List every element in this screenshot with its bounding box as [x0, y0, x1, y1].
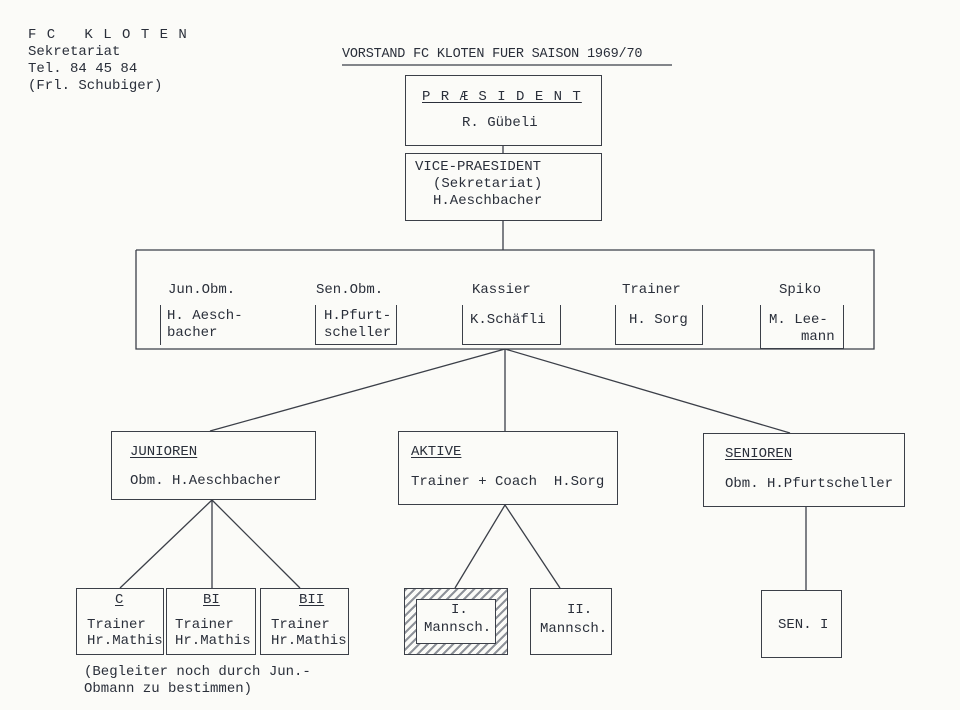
board-name-line1: M. Lee- — [769, 312, 828, 328]
board-name-line2: bacher — [167, 325, 218, 341]
board-name-line1: H. Sorg — [629, 312, 688, 328]
team-label: BII — [299, 592, 325, 608]
board-name-line1: K.Schäfli — [470, 312, 546, 328]
team-line1: Mannsch. — [540, 621, 608, 637]
team-line1: Trainer — [87, 617, 146, 633]
president-name: R. Gübeli — [462, 115, 538, 131]
team-label: C — [115, 592, 124, 608]
division-box-senioren: SENIOREN Obm. H.Pfurtscheller — [703, 433, 905, 507]
division-leader: Obm. H.Pfurtscheller — [725, 476, 894, 492]
president-label: P R Æ S I D E N T — [422, 89, 582, 105]
division-box-aktive: AKTIVE Trainer + Coach H.Sorg — [398, 431, 618, 505]
team-label: I. — [451, 602, 468, 618]
note-line1: (Begleiter noch durch Jun.- — [84, 664, 311, 680]
team-line1: Mannsch. — [424, 620, 492, 636]
board-role-senior-obmann: Sen.Obm. — [316, 282, 384, 298]
board-role-junior-obmann: Jun.Obm. — [168, 282, 236, 298]
division-title: AKTIVE — [411, 444, 462, 460]
board-role-kassier: Kassier — [472, 282, 531, 298]
team-box-bii: BII Trainer Hr.Mathis — [260, 588, 349, 655]
division-leader: Obm. H.Aeschbacher — [130, 473, 282, 489]
team-label: BI — [203, 592, 220, 608]
phone-number: Tel. 84 45 84 — [28, 61, 138, 77]
vice-president-role: (Sekretariat) — [433, 176, 543, 192]
team-box-c: C Trainer Hr.Mathis — [76, 588, 164, 655]
board-box-junior-obmann: H. Aesch- bacher — [160, 305, 248, 345]
board-name-line1: H. Aesch- — [167, 308, 243, 324]
note-line2: Obmann zu bestimmen) — [84, 681, 253, 697]
club-name: F C K L O T E N — [28, 27, 188, 43]
team-line1: Trainer — [175, 617, 234, 633]
contact-person: (Frl. Schubiger) — [28, 78, 163, 94]
page-title: VORSTAND FC KLOTEN FUER SAISON 1969/70 — [342, 47, 643, 62]
team-box-bi: BI Trainer Hr.Mathis — [166, 588, 256, 655]
team-line2: Hr.Mathis — [87, 633, 163, 649]
president-box: P R Æ S I D E N T R. Gübeli — [405, 75, 602, 146]
division-leader: Trainer + Coach H.Sorg — [411, 474, 605, 490]
team-box-mannschaft-2: II. Mannsch. — [530, 588, 612, 655]
vice-president-box: VICE-PRAESIDENT (Sekretariat) H.Aeschbac… — [405, 153, 602, 221]
vice-president-name: H.Aeschbacher — [433, 193, 543, 209]
board-role-trainer: Trainer — [622, 282, 681, 298]
board-name-line1: H.Pfurt- — [324, 308, 392, 324]
team-box-inner: I. Mannsch. — [416, 599, 496, 644]
division-title: JUNIOREN — [130, 444, 198, 460]
division-box-junioren: JUNIOREN Obm. H.Aeschbacher — [111, 431, 316, 500]
team-label: SEN. I — [778, 617, 829, 633]
board-box-trainer: H. Sorg — [615, 305, 703, 345]
office-label: Sekretariat — [28, 44, 121, 60]
board-role-spiko: Spiko — [779, 282, 822, 298]
board-name-line2: mann — [801, 329, 835, 345]
vice-president-label: VICE-PRAESIDENT — [415, 159, 542, 175]
team-box-sen-1: SEN. I — [761, 590, 842, 658]
team-line2: Hr.Mathis — [175, 633, 251, 649]
board-box-senior-obmann: H.Pfurt- scheller — [315, 305, 397, 345]
team-label: II. — [567, 602, 593, 618]
team-box-mannschaft-1: I. Mannsch. — [404, 588, 508, 655]
division-title: SENIOREN — [725, 446, 793, 462]
board-box-kassier: K.Schäfli — [462, 305, 561, 345]
team-line1: Trainer — [271, 617, 330, 633]
board-box-spiko: M. Lee- mann — [760, 305, 844, 349]
team-line2: Hr.Mathis — [271, 633, 347, 649]
board-name-line2: scheller — [324, 325, 392, 341]
